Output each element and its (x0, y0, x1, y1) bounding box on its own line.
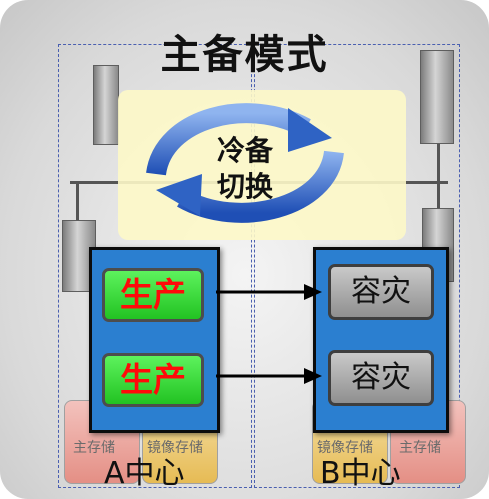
server-tower-a (93, 65, 119, 145)
dr-box-2: 容灾 (328, 350, 434, 406)
zone-b-outline (254, 44, 460, 488)
storage-b-mirror-label: 镜像存储 (317, 440, 373, 456)
zone-a-outline (58, 44, 252, 488)
server-tower-b (420, 50, 454, 144)
site-a-label: A中心 (104, 456, 185, 491)
storage-a-mirror-label: 镜像存储 (147, 440, 203, 456)
site-b-panel: 容灾 容灾 (313, 247, 449, 433)
dr-box-1: 容灾 (328, 264, 434, 320)
storage-a-primary-label: 主存储 (73, 440, 115, 456)
cycle-arrows-icon (146, 103, 344, 223)
switch-label-line2: 切换 (216, 170, 273, 203)
network-drop-right (437, 140, 440, 230)
replication-arrows (216, 284, 322, 384)
switch-label-line1: 冷备 (216, 134, 273, 167)
site-b-label: B中心 (320, 456, 401, 491)
switch-label: 冷备 切换 (190, 133, 300, 205)
page-title: 主备模式 (160, 32, 329, 78)
site-a-panel: 生产 生产 (89, 247, 220, 433)
storage-b-mirror: 镜像存储 (312, 400, 388, 484)
replication-arrowhead-1 (304, 284, 322, 300)
network-drop-left (76, 181, 79, 226)
storage-b-primary-label: 主存储 (399, 440, 441, 456)
replication-arrowhead-2 (304, 368, 322, 384)
production-box-2: 生产 (102, 353, 204, 407)
production-box-1: 生产 (102, 268, 204, 322)
